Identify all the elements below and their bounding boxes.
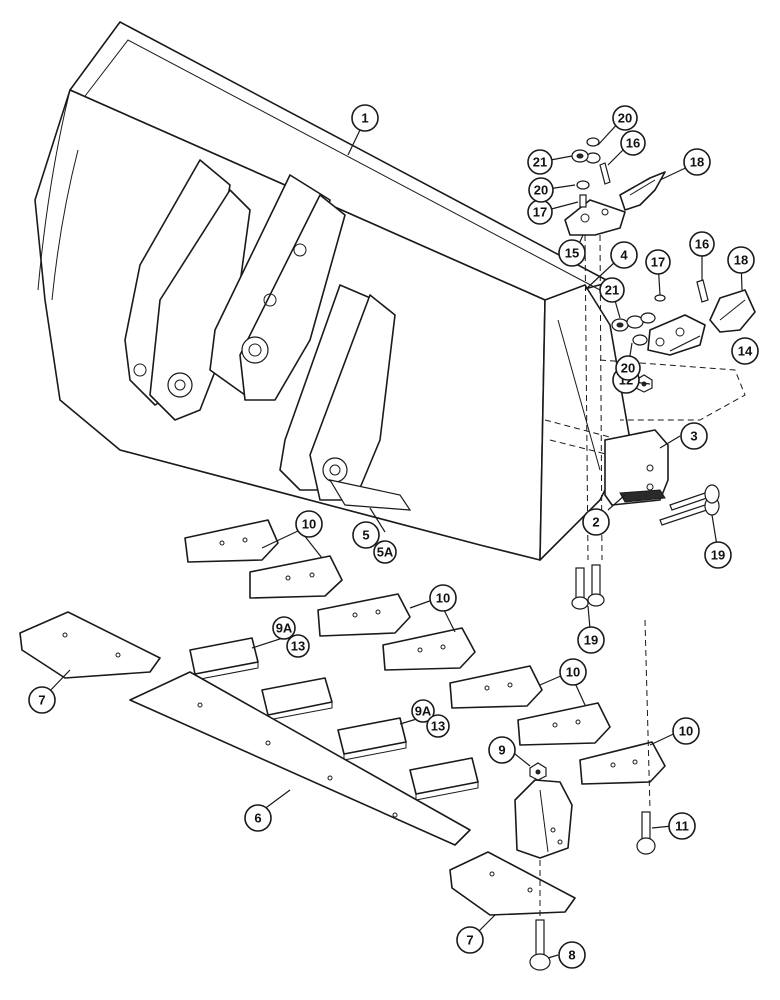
callout-19-side: 19 <box>704 541 732 569</box>
svg-text:20: 20 <box>621 361 635 376</box>
callout-21-lower: 21 <box>599 277 625 303</box>
callout-13-upper: 13 <box>286 634 310 658</box>
callout-11: 11 <box>668 812 696 840</box>
svg-text:4: 4 <box>620 248 628 263</box>
callout-20-b: 20 <box>528 177 554 203</box>
callout-15: 15 <box>558 239 586 267</box>
callout-18-upper: 18 <box>683 148 711 176</box>
cutting-edge-segments <box>184 519 666 811</box>
svg-text:10: 10 <box>566 665 580 680</box>
corner-guard <box>514 779 573 859</box>
callout-20-a: 20 <box>612 105 638 131</box>
callout-18-lower: 18 <box>727 246 755 274</box>
callout-2: 2 <box>582 508 610 536</box>
callout-13-lower: 13 <box>426 714 450 738</box>
svg-text:1: 1 <box>361 111 368 126</box>
callout-10-a: 10 <box>295 510 323 538</box>
svg-text:7: 7 <box>38 693 45 708</box>
callout-21-upper: 21 <box>527 149 553 175</box>
svg-text:18: 18 <box>690 155 704 170</box>
callout-19-vertical: 19 <box>577 626 605 654</box>
end-cutting-edge-right <box>449 851 576 920</box>
tooth-upper <box>619 171 666 211</box>
callout-10-b: 10 <box>429 584 457 612</box>
bolt-11 <box>636 811 656 855</box>
callout-16-upper: 16 <box>620 130 646 156</box>
svg-text:19: 19 <box>711 548 725 563</box>
svg-text:18: 18 <box>734 253 748 268</box>
nut-stack-lower <box>611 312 656 346</box>
svg-text:15: 15 <box>565 246 579 261</box>
svg-text:9: 9 <box>498 743 505 758</box>
callout-20-c: 20 <box>615 355 641 381</box>
svg-text:20: 20 <box>534 183 548 198</box>
callout-9a-lower: 9A <box>411 699 435 723</box>
svg-text:9A: 9A <box>276 621 293 636</box>
callout-14: 14 <box>731 337 759 365</box>
side-cutter-plate <box>604 429 669 506</box>
callout-9: 9 <box>488 736 516 764</box>
svg-text:10: 10 <box>679 724 693 739</box>
callout-10-d: 10 <box>672 717 700 745</box>
svg-text:6: 6 <box>254 811 261 826</box>
svg-text:2: 2 <box>592 515 599 530</box>
bolts-side-19 <box>659 484 720 526</box>
callout-5: 5 <box>352 521 380 549</box>
callout-8: 8 <box>558 941 586 969</box>
svg-text:14: 14 <box>738 344 753 359</box>
callout-16-lower: 16 <box>689 231 715 257</box>
callout-7-left: 7 <box>28 686 56 714</box>
callout-6: 6 <box>244 804 272 832</box>
pin-upper <box>599 162 611 185</box>
svg-text:5A: 5A <box>377 545 394 560</box>
end-cutting-edge-left <box>19 611 161 679</box>
svg-text:16: 16 <box>695 237 709 252</box>
svg-text:21: 21 <box>605 283 619 298</box>
pin-lower <box>654 279 709 303</box>
svg-text:17: 17 <box>651 255 665 270</box>
svg-text:16: 16 <box>626 136 640 151</box>
nut-9 <box>529 762 547 781</box>
svg-text:11: 11 <box>675 819 689 834</box>
callout-1: 1 <box>351 104 379 132</box>
callout-17-lower: 17 <box>645 249 671 275</box>
svg-text:21: 21 <box>533 155 547 170</box>
mounting-bracket-center <box>209 174 346 401</box>
callout-7-right: 7 <box>456 926 484 954</box>
svg-text:13: 13 <box>431 719 445 734</box>
nut-stack-upper <box>571 137 601 208</box>
svg-text:5: 5 <box>362 528 369 543</box>
callout-17-upper: 17 <box>527 199 553 225</box>
svg-text:19: 19 <box>584 633 598 648</box>
mounting-bracket-right <box>279 284 412 511</box>
svg-text:9A: 9A <box>415 704 432 719</box>
svg-text:17: 17 <box>533 205 547 220</box>
side-cutter-adapter-lower <box>647 314 706 356</box>
svg-text:13: 13 <box>291 639 305 654</box>
callout-5a: 5A <box>373 540 397 564</box>
svg-text:10: 10 <box>302 517 316 532</box>
tooth-lower <box>709 289 756 333</box>
callout-3: 3 <box>680 422 708 450</box>
bolt-8 <box>529 919 551 971</box>
svg-text:10: 10 <box>436 591 450 606</box>
wear-pads <box>189 637 479 801</box>
main-cutting-edge <box>129 671 471 846</box>
svg-text:8: 8 <box>568 948 575 963</box>
svg-text:3: 3 <box>690 429 697 444</box>
callout-4: 4 <box>610 241 638 269</box>
bolts-vertical-19 <box>571 564 605 610</box>
svg-text:20: 20 <box>618 111 632 126</box>
svg-text:7: 7 <box>466 933 473 948</box>
callout-9a-upper: 9A <box>272 616 296 640</box>
spacer-plate <box>619 489 666 503</box>
callout-10-c: 10 <box>559 658 587 686</box>
